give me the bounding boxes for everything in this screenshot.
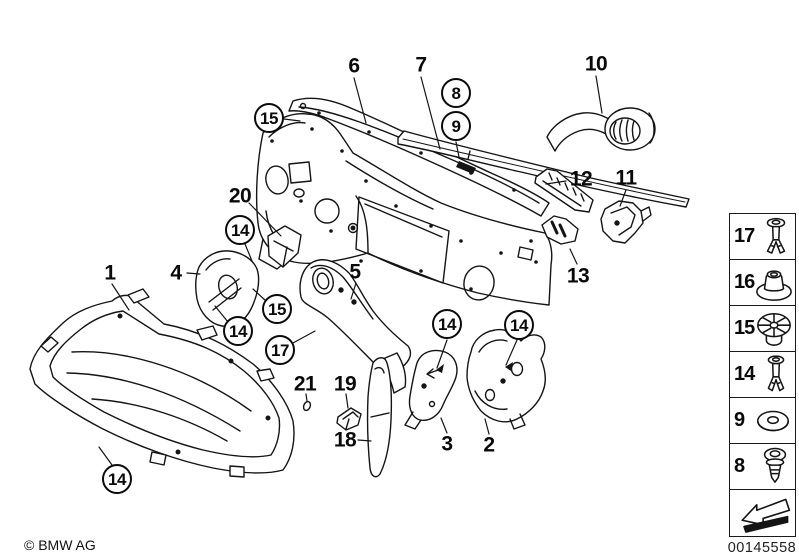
expanding-rivet-icon: [766, 217, 786, 254]
callout-10[interactable]: 10: [584, 52, 608, 76]
fastener-legend: 17 16: [729, 213, 796, 537]
legend-item-17[interactable]: 17: [730, 214, 795, 260]
part-bulkhead-assembly-6: [255, 97, 553, 306]
callout-18[interactable]: 18: [333, 428, 357, 452]
legend-item-label: 14: [734, 363, 755, 385]
part-insulation-strip-12: [534, 168, 594, 213]
callout-19[interactable]: 19: [333, 372, 357, 396]
part-clip-block-19: [336, 407, 362, 431]
callout-circle-14-c[interactable]: 14: [432, 309, 462, 339]
callout-circle-8[interactable]: 8: [441, 78, 471, 108]
callout-circle-14-a[interactable]: 14: [225, 215, 255, 245]
expanding-rivet-icon: [767, 354, 785, 391]
trim-clip-icon: [763, 447, 787, 483]
part-sealing-strip-18: [366, 357, 393, 478]
callout-7[interactable]: 7: [415, 53, 427, 77]
callout-circle-17[interactable]: 17: [265, 335, 295, 365]
legend-item-16[interactable]: 16: [730, 260, 795, 306]
callout-12[interactable]: 12: [569, 167, 593, 191]
diagram-number: 00145558: [727, 540, 797, 556]
copyright-text: © BMW AG: [24, 537, 96, 553]
callout-21[interactable]: 21: [293, 372, 317, 396]
legend-item-8[interactable]: 8: [730, 444, 795, 490]
washer-icon: [757, 410, 789, 431]
legend-item-label: 15: [734, 317, 755, 339]
legend-item-14[interactable]: 14: [730, 352, 795, 398]
callout-11[interactable]: 11: [615, 166, 637, 190]
callout-2[interactable]: 2: [483, 433, 495, 457]
part-insulation-roll-10: [546, 107, 656, 152]
part-grommet-21: [302, 400, 312, 412]
legend-item-15[interactable]: 15: [730, 306, 795, 352]
legend-item-label: 16: [734, 271, 755, 293]
part-insulation-3: [404, 349, 458, 430]
callout-20[interactable]: 20: [228, 184, 252, 208]
callout-6[interactable]: 6: [348, 54, 360, 78]
legend-item-9[interactable]: 9: [730, 398, 795, 444]
spoked-nut-icon: [757, 312, 792, 346]
direction-of-travel-arrow-icon: [740, 498, 790, 533]
part-bracket-insulation-11: [600, 200, 652, 244]
callout-13[interactable]: 13: [566, 264, 590, 288]
callout-circle-14-b[interactable]: 14: [223, 316, 253, 346]
callout-circle-15-b[interactable]: 15: [262, 294, 292, 324]
part-insulation-2: [466, 328, 546, 430]
callout-1[interactable]: 1: [104, 261, 116, 285]
legend-item-label: 9: [734, 409, 745, 431]
callout-circle-15-cowl[interactable]: 15: [254, 103, 284, 133]
legend-item-label: 8: [734, 455, 745, 477]
part-side-insulation-4: [194, 250, 260, 328]
callout-circle-14-e[interactable]: 14: [102, 464, 132, 494]
part-hood-insulation-1: [29, 288, 295, 478]
legend-direction-cell: [730, 490, 795, 536]
part-small-cover-20: [267, 225, 302, 268]
callout-4[interactable]: 4: [170, 261, 182, 285]
plastic-nut-icon: [756, 269, 793, 301]
part-pad-13: [541, 215, 579, 245]
part-seal-strip-7: [397, 130, 690, 208]
callout-3[interactable]: 3: [441, 432, 453, 456]
legend-item-label: 17: [734, 225, 755, 247]
callout-circle-14-d[interactable]: 14: [504, 310, 534, 340]
leader-lines: [98, 75, 627, 466]
callout-circle-9[interactable]: 9: [441, 111, 471, 141]
callout-5[interactable]: 5: [349, 260, 361, 284]
